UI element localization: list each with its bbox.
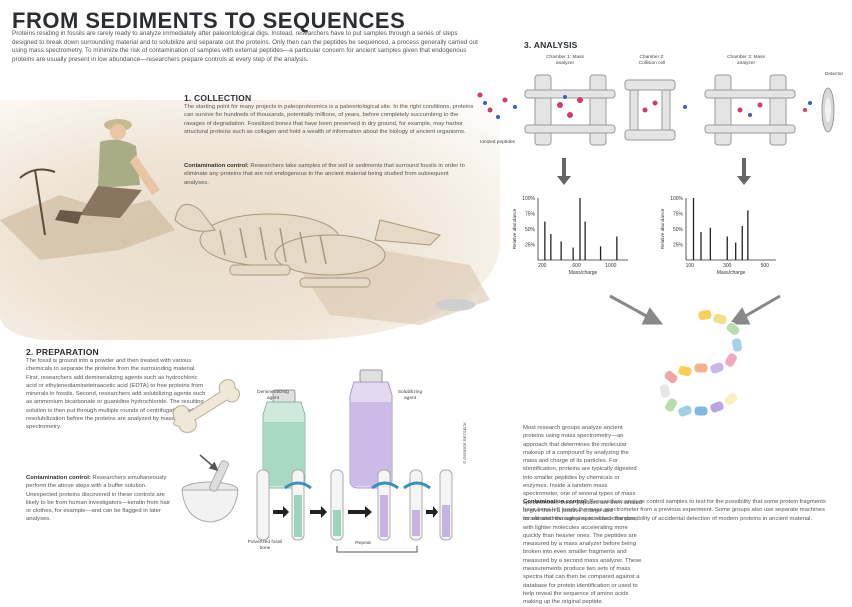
analysis-heading: 3. ANALYSIS [524,40,578,50]
collection-control: Contamination control: Researchers take … [184,162,474,187]
analysis-control-text: Researchers analyze control samples to t… [523,499,826,522]
chamber-1-label: Chamber 1: Mass analyzer [546,55,584,66]
y-axis-label: Relative abundance [512,208,517,249]
chamber-1-icon [524,74,616,146]
dig-site-illustration [0,100,500,340]
y-tick-label: 100% [670,196,683,202]
ionized-peptides-label: Ionized peptides [480,140,515,145]
intro-text: Proteins residing in fossils are rarely … [12,30,478,63]
spin-arrow-icons [284,481,431,490]
chamber-3-icon [704,74,796,146]
paleontologist-figure [55,119,160,224]
preparation-control-text: Researchers simultaneously perform the a… [26,475,171,523]
bone-icon [172,379,241,433]
collection-heading: 1. COLLECTION [184,93,252,103]
x-axis-label: Mass/charge [569,270,598,276]
peptide-chain-illustration [658,308,744,418]
y-tick-label: 25% [673,243,684,249]
collection-text: The starting point for many projects in … [184,104,474,135]
mass-spectrometer-illustration [477,74,835,146]
y-tick-label: 75% [673,212,684,218]
y-tick-label: 50% [525,227,536,233]
demineralizing-label: Demineralizing agent [257,390,289,401]
x-tick-label: 100 [686,263,695,269]
solubilizing-bottle-icon [349,369,393,489]
collection-control-label: Contamination control: [184,163,249,169]
x-tick-label: 500 [761,263,770,269]
step-arrow-icons [273,506,438,518]
illustration-credit: © GEORGE RETSECK [462,422,467,464]
chamber-3-label: Chamber 3: Mass analyzer [727,55,765,66]
x-tick-label: 300 [723,263,732,269]
y-tick-label: 50% [673,227,684,233]
mortar-icon [181,460,239,523]
y-tick-label: 100% [522,196,535,202]
y-axis-label: Relative abundance [660,208,665,249]
detector-icon [821,87,835,133]
y-tick-label: 75% [525,212,536,218]
analysis-control: Contamination control: Researchers analy… [523,498,833,523]
chamber-2-label: Chamber 2: Collision cell [638,55,666,66]
ion-particles [477,92,807,118]
analysis-text-top: Most research groups analyze ancient pro… [523,298,643,607]
flow-arrows [557,158,751,185]
collection-control-text: Researchers take samples of the soil or … [184,163,465,186]
down-arrow-icons [557,158,751,185]
dig-site-drawing [0,119,490,325]
x-tick-label: 600 [572,263,581,269]
repeat-label: Repeat [355,541,371,546]
x-tick-label: 200 [538,263,547,269]
preparation-heading: 2. PREPARATION [26,347,99,357]
preparation-control-label: Contamination control: [26,475,91,481]
tube-fills [294,495,450,537]
x-axis-label: Mass/charge [717,270,746,276]
y-tick-label: 25% [525,243,536,249]
preparation-control: Contamination control: Researchers simul… [26,474,176,524]
detector-label: Detector [824,72,844,77]
powder-label: Pulverized fossil bone [247,540,283,551]
page-title: FROM SEDIMENTS TO SEQUENCES [12,8,406,33]
solubilizing-label: Solubilizing agent [397,390,423,401]
diagonal-arrow-icons [609,294,781,325]
preparation-text: The fossil is ground into a powder and t… [26,358,206,431]
analysis-control-label: Contamination control: [523,499,588,505]
converge-arrows [609,294,781,325]
chamber-2-icon [624,79,676,141]
preparation-illustration [172,369,453,553]
x-tick-label: 1000 [605,263,616,269]
